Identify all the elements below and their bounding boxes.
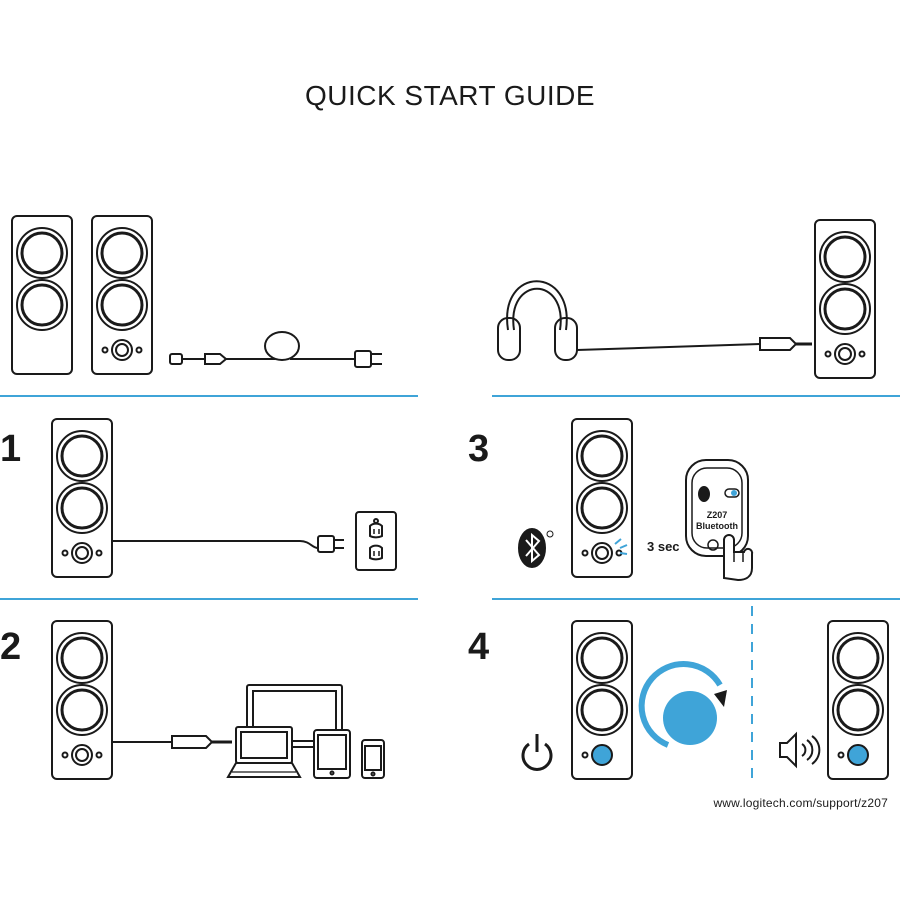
power-icon bbox=[521, 734, 553, 771]
device-name-line2: Bluetooth bbox=[696, 521, 738, 531]
speaker-icon bbox=[813, 218, 877, 380]
speaker-icon bbox=[50, 619, 114, 781]
speaker-icon bbox=[10, 214, 74, 376]
divider-mid-right bbox=[492, 598, 900, 600]
speaker-icon bbox=[826, 619, 890, 781]
speaker-icon bbox=[90, 214, 154, 376]
device-name-line1: Z207 bbox=[706, 510, 728, 520]
bluetooth-icon bbox=[518, 528, 554, 568]
audio-cable-icon bbox=[112, 735, 232, 749]
monitor-icon bbox=[246, 684, 343, 748]
hold-duration-label: 3 sec bbox=[647, 539, 680, 554]
step-number-1: 1 bbox=[0, 428, 22, 470]
headphones-icon bbox=[497, 280, 812, 361]
phone-icon bbox=[361, 739, 385, 779]
guide-title: QUICK START GUIDE bbox=[304, 80, 596, 111]
laptop-icon bbox=[226, 726, 302, 778]
step-number-3: 3 bbox=[468, 428, 490, 470]
speaker-volume-icon bbox=[779, 731, 821, 769]
divider-top-left bbox=[0, 395, 418, 397]
tablet-icon bbox=[313, 729, 351, 779]
bluetooth-led-icon bbox=[614, 538, 628, 555]
speaker-icon bbox=[50, 417, 114, 579]
hand-icon bbox=[723, 534, 754, 582]
step-number-4: 4 bbox=[468, 626, 490, 668]
power-cable-icon bbox=[169, 331, 382, 368]
divider-mid-left bbox=[0, 598, 418, 600]
volume-knob-icon bbox=[638, 661, 727, 748]
step-number-2: 2 bbox=[0, 626, 22, 668]
phone-icon bbox=[685, 459, 749, 557]
support-url[interactable]: www.logitech.com/support/z207 bbox=[713, 796, 888, 810]
divider-top-right bbox=[492, 395, 900, 397]
speaker-icon bbox=[570, 619, 634, 781]
power-cable-icon bbox=[112, 535, 344, 553]
wall-outlet-icon bbox=[355, 511, 397, 571]
